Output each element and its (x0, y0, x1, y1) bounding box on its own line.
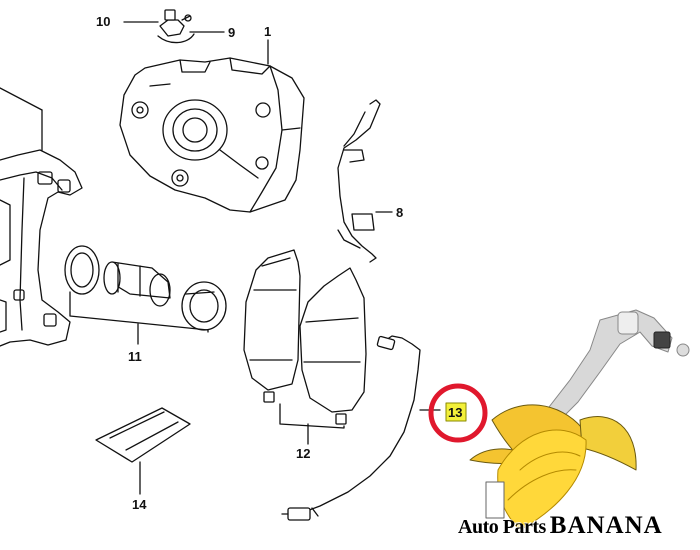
anti-rattle-spring (337, 99, 381, 263)
callout-8: 8 (396, 205, 404, 220)
callout-13: 13 (448, 405, 463, 420)
caliper-housing (119, 57, 305, 213)
watermark-text: Auto Parts BANANA (458, 512, 663, 540)
piston-kit (64, 245, 227, 331)
grease-packet (95, 407, 191, 463)
callout-10: 10 (96, 14, 111, 29)
bolt-and-clip (157, 9, 195, 44)
callout-1: 1 (264, 24, 272, 39)
watermark-logo (469, 309, 690, 531)
leader-bracket-11 (69, 291, 209, 333)
highlight-label-box (445, 402, 467, 422)
watermark-prefix: Auto Parts (458, 516, 546, 538)
callout-9: 9 (228, 25, 236, 40)
callout-12: 12 (296, 446, 311, 461)
callout-14: 14 (132, 497, 147, 512)
brake-pad-set (243, 249, 367, 425)
caliper-carrier-bracket (0, 149, 83, 347)
leader-bracket-12 (279, 403, 345, 429)
highlight-ring (428, 383, 488, 443)
watermark-name: BANANA (549, 512, 663, 539)
callout-11: 11 (128, 349, 142, 364)
brake-wear-sensor (281, 335, 421, 521)
leader-line-bracket (0, 87, 43, 111)
